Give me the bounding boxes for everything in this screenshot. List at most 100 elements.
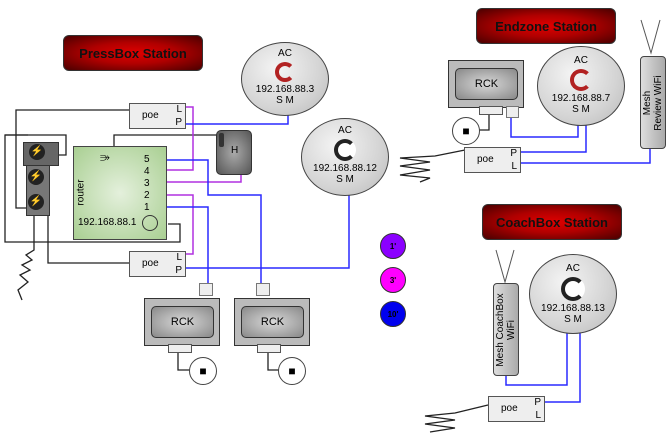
rck-screen: RCK: [241, 306, 304, 338]
legend-cable-3ft: 3': [380, 267, 406, 293]
hub-label: H: [231, 145, 239, 156]
power-jack-icon: [142, 215, 158, 231]
poe-injector-endzone[interactable]: poe P L: [464, 147, 521, 173]
ac-ports: S M: [564, 314, 582, 325]
camera-icon: ■: [452, 117, 480, 145]
router[interactable]: ⭄ router 5 4 3 2 1 192.168.88.1: [73, 146, 167, 240]
poe-port-P: P: [510, 148, 517, 159]
power-outlet-icon: ⚡: [28, 194, 44, 210]
access-point-ac3[interactable]: AC 192.168.88.3 S M: [241, 42, 329, 116]
access-point-ac12[interactable]: AC 192.168.88.12 S M: [301, 118, 389, 196]
access-point-ac13[interactable]: AC 192.168.88.13 S M: [529, 254, 617, 334]
poe-port-L: L: [176, 252, 182, 263]
rck-unit-pressbox-2[interactable]: RCK: [234, 298, 310, 346]
ac-label: AC: [338, 125, 352, 136]
poe-port-P: P: [534, 397, 541, 408]
cable-pigtail: [17, 200, 35, 301]
ac-ports: S M: [276, 95, 294, 106]
cable-poe2-P-ac12: [184, 192, 350, 269]
cable-ez-poeL-mesh: [519, 148, 651, 164]
ac-label: AC: [278, 48, 292, 59]
ac-logo-icon: [275, 62, 295, 82]
poe-injector-pressbox-bottom[interactable]: poe L P: [129, 251, 186, 277]
cable-usb-hub: [113, 134, 218, 150]
legend-cable-1ft: 1': [380, 233, 406, 259]
ac-label: AC: [574, 55, 588, 66]
power-outlet-icon: ⚡: [28, 169, 44, 185]
poe-port-L: L: [176, 104, 182, 115]
legend-cable-10ft: 10': [380, 301, 406, 327]
usb-icon: ⭄: [100, 150, 110, 164]
access-point-ac7[interactable]: AC 192.168.88.7 S M: [537, 46, 625, 126]
cable-cb-poeP-ac13: [542, 330, 581, 403]
cable-poe1-L-router4: [156, 106, 194, 171]
rck-screen: RCK: [455, 68, 518, 100]
mesh-label-line1: Mesh CoachBox: [495, 292, 506, 367]
router-port-2[interactable]: 2: [144, 190, 150, 201]
poe-label: poe: [142, 110, 159, 121]
antenna-endzone: [640, 19, 661, 55]
hub[interactable]: H: [216, 130, 252, 175]
ethernet-port-icon: [506, 106, 519, 118]
antenna-coachbox: [495, 249, 515, 284]
poe-port-P: P: [175, 265, 182, 276]
rck-unit-pressbox-1[interactable]: RCK: [144, 298, 220, 346]
legend-label: 1': [389, 241, 397, 251]
cable-ez-rck-ac7: [510, 112, 579, 138]
mesh-label-line2: Review WiFi: [653, 74, 664, 131]
poe-label: poe: [477, 154, 494, 165]
cable-strip-loop: [5, 134, 67, 156]
ac-ip: 192.168.88.13: [541, 303, 605, 314]
power-outlet-icon: ⚡: [29, 144, 45, 160]
camera-icon: ■: [278, 357, 306, 385]
poe-port-P: P: [175, 117, 182, 128]
ethernet-port-icon: [256, 283, 270, 296]
ac-ip: 192.168.88.3: [255, 84, 315, 95]
cable-router2-poe2: [156, 194, 194, 255]
cable-poe1-P-ac3: [184, 112, 289, 125]
ac-ports: S M: [336, 174, 354, 185]
ac-logo-icon: [561, 277, 585, 301]
rck-unit-endzone[interactable]: RCK: [448, 60, 524, 108]
router-port-1[interactable]: 1: [144, 202, 150, 213]
poe-port-L: L: [511, 161, 517, 172]
legend-label: 10': [387, 309, 399, 319]
station-label-pressbox: PressBox Station: [63, 35, 203, 71]
rck-screen: RCK: [151, 306, 214, 338]
ac-ip: 192.168.88.7: [551, 93, 611, 104]
hdmi-port-icon: [168, 344, 192, 353]
router-label: router: [75, 179, 87, 206]
poe-label: poe: [501, 403, 518, 414]
ac-label: AC: [566, 263, 580, 274]
poe-injector-coachbox[interactable]: poe P L: [488, 396, 545, 422]
cable-router1-rck1: [156, 206, 209, 287]
cable-cam3: [478, 112, 490, 131]
mesh-label-line1: Mesh: [642, 90, 653, 115]
hub-port-icon: [219, 133, 224, 147]
legend-label: 3': [389, 275, 397, 285]
ac-ip: 192.168.88.12: [313, 163, 377, 174]
cable-cam2: [267, 345, 280, 371]
station-label-coachbox: CoachBox Station: [482, 204, 622, 240]
camera-icon: ■: [189, 357, 217, 385]
poe-port-L: L: [535, 410, 541, 421]
poe-label: poe: [142, 258, 159, 269]
cable-cam1: [177, 345, 192, 371]
cable-ez-poeP-ac7: [519, 123, 587, 153]
router-port-5[interactable]: 5: [144, 154, 150, 165]
station-label-endzone: Endzone Station: [476, 8, 616, 44]
router-port-4[interactable]: 4: [144, 166, 150, 177]
mesh-label-line2: WiFi: [506, 319, 517, 340]
ac-logo-icon: [570, 69, 592, 91]
cable-power-poe1: [15, 109, 130, 209]
cable-router5-rck2: [156, 159, 262, 287]
router-port-3[interactable]: 3: [144, 178, 150, 189]
poe-injector-pressbox-top[interactable]: poe L P: [129, 103, 186, 129]
cable-pigtail-coachbox: [424, 404, 489, 433]
